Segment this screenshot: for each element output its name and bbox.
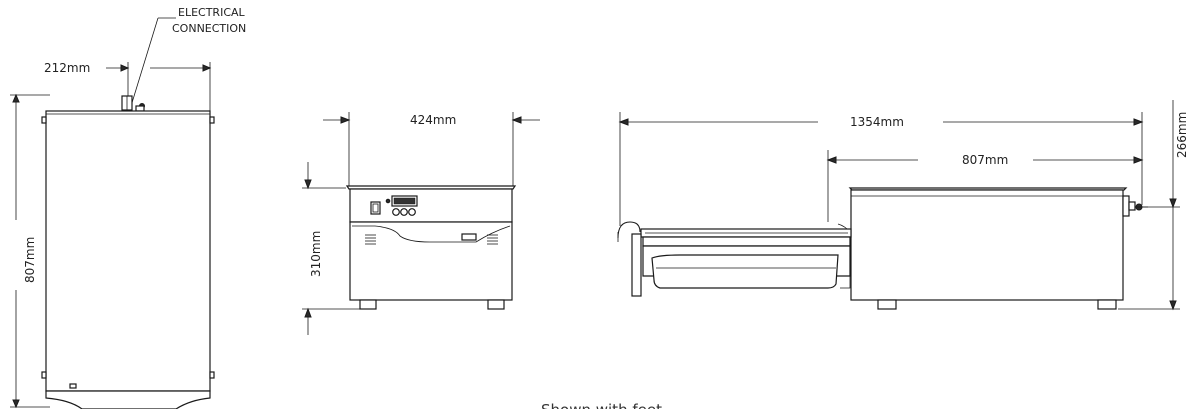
cabinet-body <box>850 189 1124 301</box>
top-view: ELECTRICAL CONNECTION 212mm 807mm <box>10 6 246 409</box>
indicator-light <box>385 198 391 204</box>
arrowhead <box>826 156 837 164</box>
foot-tab <box>69 383 77 389</box>
depth-dimension: 807mm <box>962 153 1008 167</box>
arrowhead <box>1169 300 1177 311</box>
drawer-tray <box>651 254 839 289</box>
power-switch-rocker <box>372 203 379 213</box>
corner-bracket <box>209 116 215 124</box>
drawer-front <box>349 221 513 301</box>
connection-height-dimension: 266mm <box>1175 112 1187 158</box>
arrowhead <box>202 64 212 72</box>
front-width-dimension: 424mm <box>410 113 456 127</box>
arrowhead <box>1133 156 1144 164</box>
drawer-handle-curve <box>45 390 211 409</box>
drawer-upper <box>642 236 851 247</box>
side-view: 1354mm 807mm 266mm <box>617 100 1187 311</box>
vent-right-icon <box>487 234 498 245</box>
drawer-handle-icon <box>617 221 641 239</box>
front-height-dimension: 310mm <box>309 231 323 277</box>
unit-body-top-view <box>45 110 211 392</box>
arrowhead <box>12 93 20 103</box>
front-view: 424mm 310mm <box>302 112 540 335</box>
corner-bracket <box>41 116 47 124</box>
connector-base <box>135 105 145 112</box>
power-switch-icon <box>370 201 381 215</box>
corner-bracket <box>41 371 47 379</box>
extended-length-dimension: 1354mm <box>850 115 904 129</box>
arrowhead <box>304 307 312 318</box>
control-button-icon <box>408 208 416 216</box>
arrowhead <box>120 64 130 72</box>
foot-rear <box>1097 299 1117 310</box>
arrowhead <box>340 116 351 124</box>
display-screen <box>393 197 416 205</box>
foot-left <box>359 299 377 310</box>
drawer-front-panel <box>631 233 642 297</box>
drawer-handle <box>461 233 477 241</box>
caption: Shown with feet <box>541 401 662 409</box>
foot-front <box>877 299 897 310</box>
rear-connector <box>1128 201 1136 211</box>
arrowhead <box>12 399 20 409</box>
rear-bracket <box>1122 195 1130 217</box>
top-width-dimension: 212mm <box>44 61 90 75</box>
arrowhead <box>511 116 522 124</box>
arrowhead <box>304 179 312 190</box>
lid-edge <box>345 185 517 190</box>
arrowhead <box>1133 118 1144 126</box>
vent-left-icon <box>365 234 376 245</box>
arrowhead <box>618 118 629 126</box>
electrical-label-line1: ELECTRICAL <box>178 6 246 19</box>
control-button-icon <box>400 208 408 216</box>
leader-line-diagonal <box>130 17 159 107</box>
side-height-dimension: 807mm <box>23 237 37 283</box>
control-button-icon <box>392 208 400 216</box>
corner-bracket <box>209 371 215 379</box>
arrowhead <box>1169 198 1177 209</box>
electrical-label-line2: CONNECTION <box>172 22 246 35</box>
foot-right <box>487 299 505 310</box>
drawer-curve-line <box>352 225 511 243</box>
